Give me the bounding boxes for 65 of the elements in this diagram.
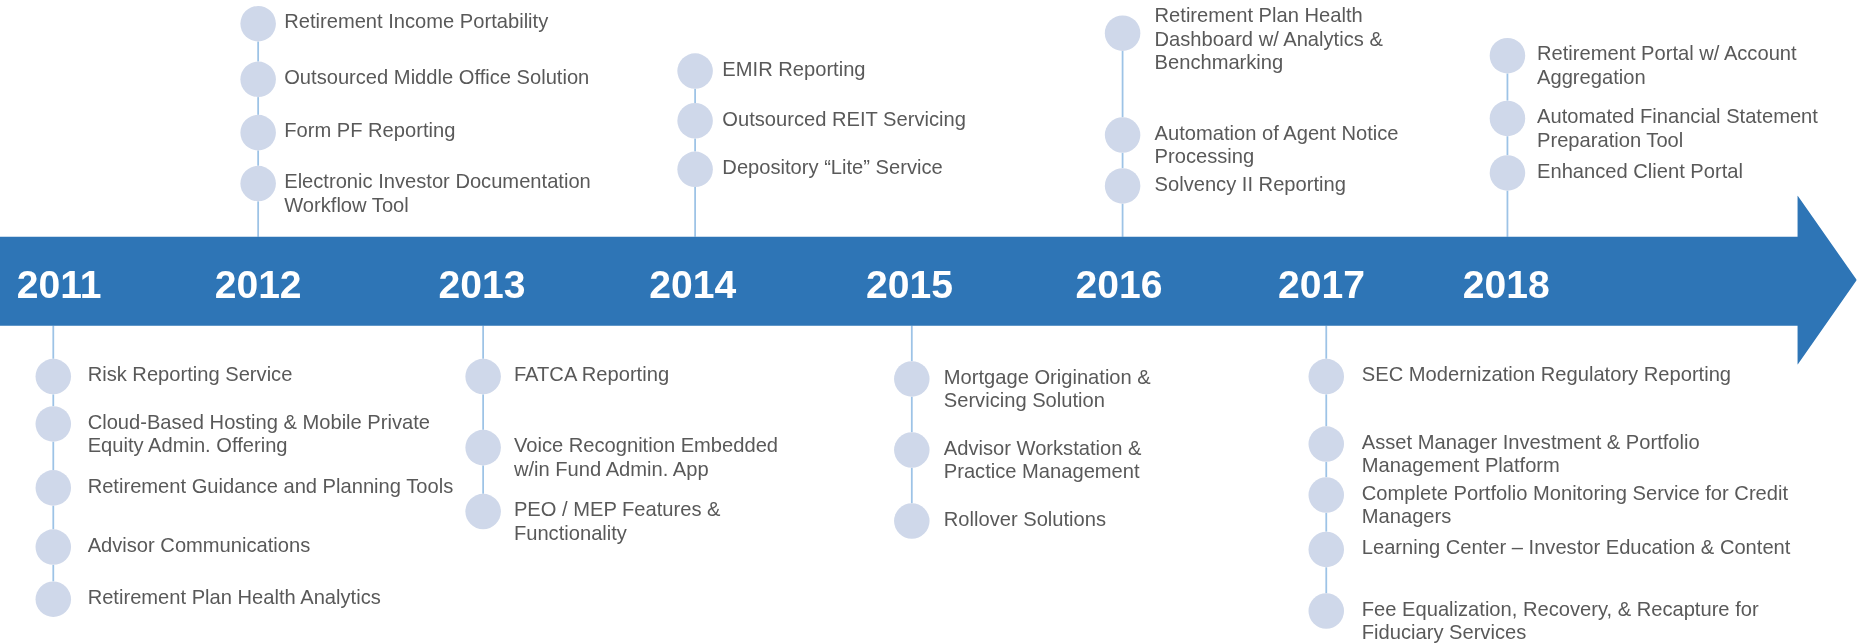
connector-line: [910, 395, 913, 434]
connector-line: [910, 324, 913, 363]
year-label: 2012: [214, 262, 302, 308]
milestone-text: Retirement Income Portability: [284, 10, 550, 34]
connector-line: [257, 149, 260, 167]
milestone-text: Form PF Reporting: [284, 119, 457, 143]
connector-line: [1506, 189, 1509, 238]
milestone-text: Mortgage Origination & Servicing Solution: [943, 365, 1152, 413]
milestone-text: Advisor Workstation & Practice Management: [943, 436, 1143, 484]
milestone-text: Complete Portfolio Monitoring Service for Credit Managers: [1361, 481, 1790, 529]
milestone-text: Rollover Solutions: [943, 508, 1108, 532]
connector-line: [257, 96, 260, 116]
connector-line: [257, 200, 260, 238]
connector-line: [1506, 72, 1509, 102]
milestone-text: SEC Modernization Regulatory Reporting: [1361, 363, 1733, 387]
milestone-text: Enhanced Client Portal: [1537, 159, 1744, 183]
milestone-text: Asset Manager Investment & Portfolio Management Platform: [1361, 431, 1701, 478]
milestone-text: Automated Financial Statement Preparation Tool: [1537, 105, 1819, 152]
milestone-text: PEO / MEP Features & Functionality: [513, 498, 722, 545]
connector-line: [52, 324, 55, 360]
year-label: 2014: [649, 262, 737, 308]
milestone-text: Advisor Communications: [87, 534, 312, 558]
connector-line: [52, 440, 55, 471]
milestone-text: Depository “Lite” Service: [722, 156, 944, 180]
year-label: 2015: [865, 262, 953, 308]
milestone-text: Fee Equalization, Recovery, & Recapture for Fiduciary Services: [1361, 598, 1760, 643]
milestone-text: Solvency II Reporting: [1154, 172, 1347, 197]
connector-line: [694, 87, 696, 104]
connector-line: [52, 504, 55, 531]
connector-line: [52, 393, 55, 408]
milestone-text: Outsourced REIT Servicing: [722, 107, 967, 131]
connector-line: [910, 466, 913, 505]
connector-line: [1506, 135, 1509, 156]
milestone-text: Automation of Agent Notice Processing: [1154, 121, 1400, 169]
connector-line: [1325, 393, 1328, 428]
milestone-text: Retirement Plan Health Analytics: [87, 586, 382, 610]
milestone-text: Retirement Portal w/ Account Aggregation: [1537, 42, 1798, 89]
milestone-text: EMIR Reporting: [722, 58, 867, 82]
connector-line: [1121, 50, 1124, 119]
connector-line: [1325, 511, 1328, 533]
connector-line: [257, 40, 260, 63]
year-label: 2011: [16, 262, 102, 308]
connector-line: [52, 563, 55, 583]
connector-line: [482, 464, 485, 495]
connector-line: [1325, 566, 1328, 595]
milestone-text: Electronic Investor Documentation Workflow Tool: [284, 170, 592, 217]
connector-line: [1325, 324, 1328, 360]
year-label: 2017: [1278, 262, 1365, 308]
milestone-text: Outsourced Middle Office Solution: [284, 66, 591, 90]
connector-line: [482, 393, 485, 431]
connector-line: [1325, 460, 1328, 479]
year-label: 2016: [1075, 262, 1163, 308]
milestone-text: Retirement Plan Health Dashboard w/ Analytics & Benchmarking: [1154, 4, 1384, 75]
milestone-text: Voice Recognition Embedded w/in Fund Admin. App: [513, 434, 780, 481]
milestone-text: Learning Center – Investor Education & Content: [1361, 536, 1792, 560]
connector-line: [1121, 202, 1124, 238]
milestone-text: Cloud-Based Hosting & Mobile Private Equity Admin. Offering: [87, 410, 432, 458]
milestone-text: Retirement Guidance and Planning Tools: [87, 474, 455, 498]
year-label: 2013: [438, 262, 526, 308]
year-label: 2018: [1462, 262, 1550, 308]
milestone-text: Risk Reporting Service: [87, 363, 294, 387]
milestone-text: FATCA Reporting: [513, 363, 671, 387]
connector-line: [694, 186, 696, 238]
connector-line: [694, 137, 696, 153]
connector-line: [482, 324, 485, 360]
